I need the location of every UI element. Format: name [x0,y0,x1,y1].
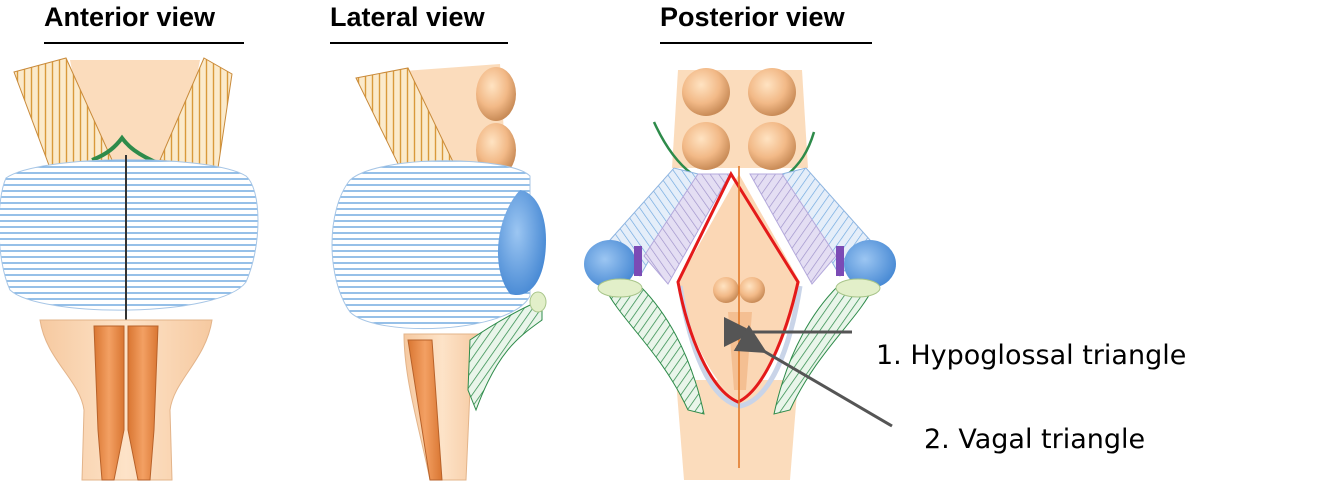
left-superior-colliculus [682,68,730,116]
anterior-midbrain-base [70,60,200,160]
right-facial-colliculus [739,277,765,303]
hypoglossal-text: Hypoglossal triangle [910,340,1187,371]
lateral-view-title: Lateral view [330,2,485,32]
peduncle-cut-surface [529,291,547,313]
left-trochlear-nerve [652,121,693,175]
vagal-number: 2. [924,424,950,455]
left-peduncle-cut [584,240,636,288]
vagal-triangle-label: 2. Vagal triangle [924,424,1145,455]
pyramid-lateral [407,339,443,481]
medulla-oblongata [39,319,213,481]
posterior-title-underline [660,42,872,44]
left-purple-marker [634,246,642,276]
pons-lateral [331,160,531,330]
left-peduncle-cut-surface [597,278,643,298]
right-superior-colliculus [748,68,796,116]
left-inferior-colliculus [682,122,730,170]
posterior-medulla-base [676,380,798,480]
left-pyramid [93,325,125,481]
lateral-view-diagram [331,64,547,481]
right-pyramid [127,325,159,481]
left-inferior-cerebellar-peduncle [603,285,705,415]
lateral-title-underline [330,42,508,44]
anterior-view-diagram [0,57,259,481]
inferior-cerebellar-peduncle-lateral [467,299,543,412]
right-peduncle-cut [844,240,896,288]
hypoglossal-triangle-label: 1. Hypoglossal triangle [876,340,1186,371]
hypoglossal-number: 1. [876,340,902,371]
pons [0,159,259,311]
fourth-ventricle-outline [676,170,800,404]
right-superior-cerebellar-peduncle [749,173,837,285]
vagal-text: Vagal triangle [958,424,1146,455]
anterior-view-title: Anterior view [44,2,216,32]
anterior-title-underline [44,42,244,44]
middle-cerebellar-peduncle-lateral [497,190,546,296]
posterior-view-diagram [584,68,896,480]
right-inferior-colliculus [748,122,796,170]
oculomotor-nerve [91,134,161,166]
right-purple-marker [836,246,844,276]
ventricle-rim [677,285,803,409]
posterior-view-title: Posterior view [660,2,845,32]
vagal-arrow [733,324,893,428]
right-peduncle-cut-surface [835,278,881,298]
right-inferior-cerebellar-peduncle [773,285,875,415]
superior-colliculus-lateral [476,67,516,121]
left-facial-colliculus [713,277,739,303]
